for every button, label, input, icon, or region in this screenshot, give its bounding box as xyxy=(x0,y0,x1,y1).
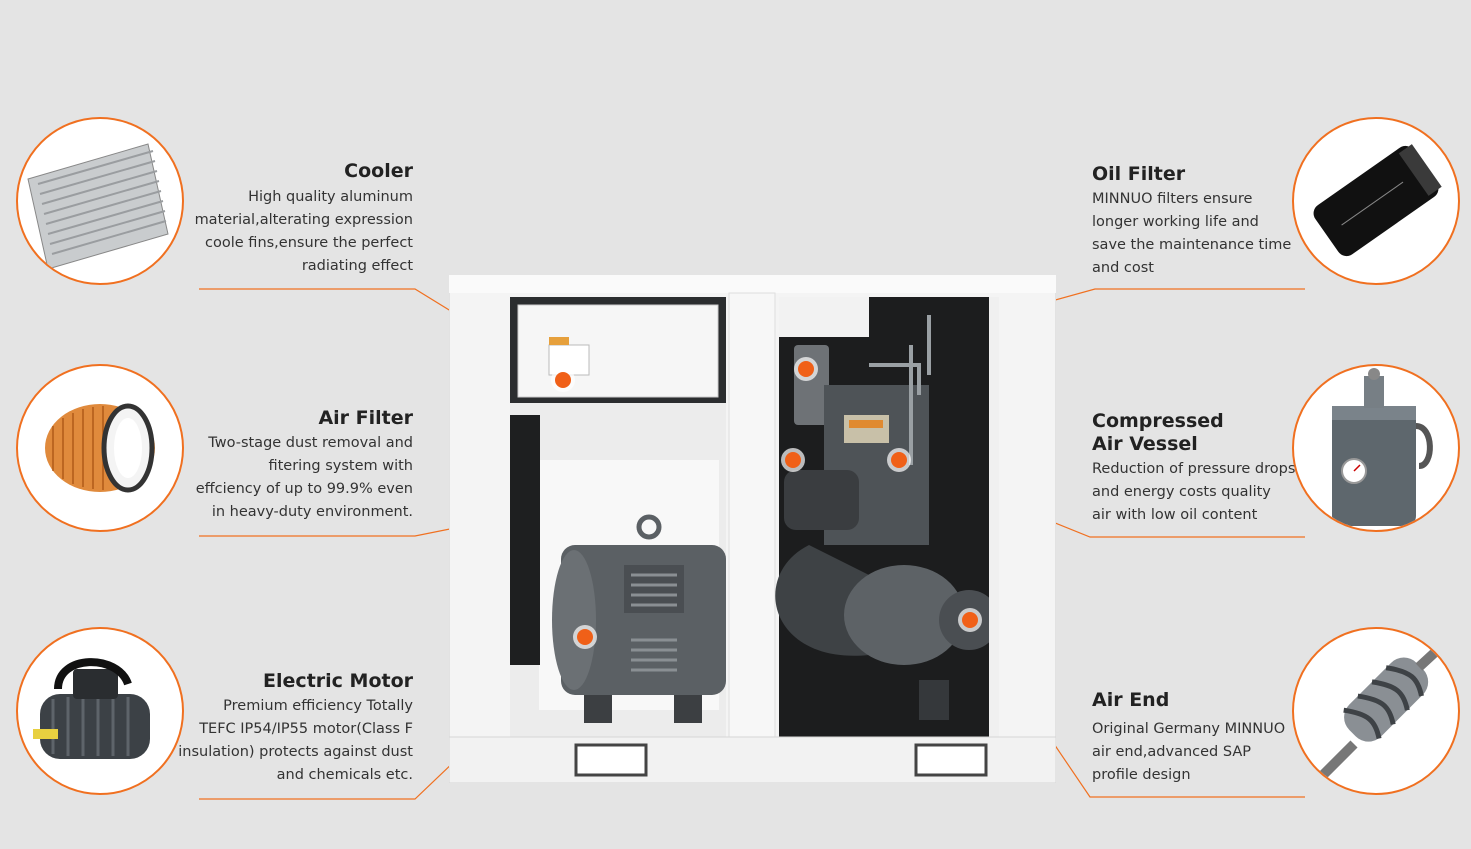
air-end-desc-line: air end,advanced SAP xyxy=(1092,744,1251,760)
air-vessel-tank-icon xyxy=(1292,364,1460,532)
air-vessel-desc-line: and energy costs quality xyxy=(1092,484,1271,500)
electric-motor-desc-line: and chemicals etc. xyxy=(276,767,413,783)
air-vessel-title-line: Air Vessel xyxy=(1092,433,1198,455)
screw-rotor-icon xyxy=(1292,627,1460,795)
air-filter-desc-line: fitering system with xyxy=(268,458,413,474)
electric-motor-icon xyxy=(16,627,184,795)
cooler-desc-line: material,alterating expression xyxy=(194,212,413,228)
air-filter-description: Two-stage dust removal and fitering syst… xyxy=(150,432,413,524)
air-vessel-desc-line: air with low oil content xyxy=(1092,507,1258,523)
air-filter-desc-line: effciency of up to 99.9% even xyxy=(195,481,413,497)
air-vessel-title: Compressed Air Vessel xyxy=(1092,410,1302,456)
air-filter-desc-line: in heavy-duty environment. xyxy=(211,504,413,520)
oil-filter-desc-line: longer working life and xyxy=(1092,214,1259,230)
cooler-desc-line: coole fins,ensure the perfect xyxy=(205,235,413,251)
electric-motor-desc-line: Premium efficiency Totally xyxy=(223,698,413,714)
cooler-desc-line: radiating effect xyxy=(301,258,413,274)
electric-motor-desc-line: insulation) protects against dust xyxy=(178,744,413,760)
air-end-title: Air End xyxy=(1092,689,1170,711)
electric-motor-description: Premium efficiency Totally TEFC IP54/IP5… xyxy=(150,695,413,787)
air-end-description: Original Germany MINNUO air end,advanced… xyxy=(1092,718,1302,787)
oil-filter-title: Oil Filter xyxy=(1092,163,1186,185)
air-filter-cartridge-icon xyxy=(16,364,184,532)
air-vessel-title-line: Compressed xyxy=(1092,410,1224,432)
air-vessel-desc-line: Reduction of pressure drops xyxy=(1092,461,1296,477)
air-vessel-description: Reduction of pressure drops and energy c… xyxy=(1092,458,1302,527)
oil-filter-icon xyxy=(1292,117,1460,285)
oil-filter-description: MINNUO filters ensure longer working lif… xyxy=(1092,188,1302,280)
air-end-desc-line: Original Germany MINNUO xyxy=(1092,721,1286,737)
air-compressor-illustration xyxy=(448,274,1057,784)
cooler-title: Cooler xyxy=(344,160,413,182)
air-filter-desc-line: Two-stage dust removal and xyxy=(208,435,413,451)
cooler-description: High quality aluminum material,alteratin… xyxy=(150,186,413,278)
aluminum-cooler-icon xyxy=(16,117,184,285)
electric-motor-title: Electric Motor xyxy=(263,670,413,692)
cooler-desc-line: High quality aluminum xyxy=(248,189,413,205)
electric-motor-desc-line: TEFC IP54/IP55 motor(Class F xyxy=(199,721,413,737)
air-filter-title: Air Filter xyxy=(318,407,413,429)
oil-filter-desc-line: save the maintenance time xyxy=(1092,237,1292,253)
oil-filter-desc-line: MINNUO filters ensure xyxy=(1092,191,1253,207)
air-end-desc-line: profile design xyxy=(1092,767,1191,783)
oil-filter-desc-line: and cost xyxy=(1092,260,1154,276)
